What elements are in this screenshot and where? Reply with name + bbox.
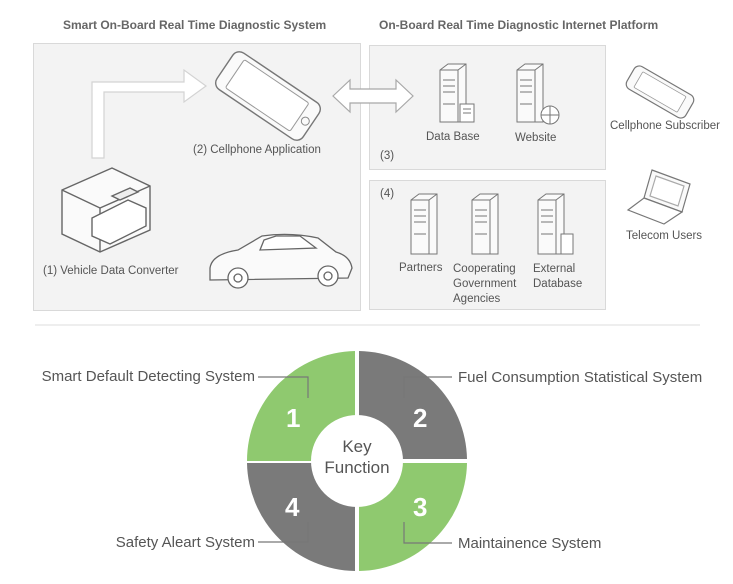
architecture-graphics [35,51,700,326]
platform-number: (3) [380,150,395,162]
partners-number: (4) [380,188,395,200]
key-function-graphic [246,351,467,571]
partners-label: Partners [399,262,443,274]
safety-aleart-label: Safety Aleart System [115,534,255,551]
website-server-icon [516,63,560,125]
leader-line-2 [403,376,452,398]
database-label: Data Base [426,131,480,143]
quadrant-number-4: 4 [285,492,300,522]
maintainence-label: Maintainence System [458,535,602,552]
laptop-icon [626,169,691,225]
telecom-users-label: Telecom Users [626,230,703,242]
left-section-title: Smart On-Board Real Time Diagnostic Syst… [63,18,327,32]
quadrant-number-2: 2 [413,403,428,433]
cellphone-icon [214,51,322,141]
key-function-center [311,415,403,507]
fuel-consumption-label: Fuel Consumption Statistical System [458,369,703,386]
cellphone-subscriber-label: Cellphone Subscriber [610,120,720,132]
leader-line-4 [258,522,309,543]
key-function-title: Key Function [324,437,390,477]
platform-panel [369,45,606,170]
government-server-icon [471,193,499,255]
leader-line-1 [258,376,309,398]
smart-default-detecting-label: Smart Default Detecting System [41,368,255,385]
obd-converter-icon [61,167,151,253]
subscriber-phone-icon [625,65,695,119]
vehicle-data-converter-label: (1) Vehicle Data Converter [43,265,179,277]
external-database-server-icon [537,193,574,255]
website-label: Website [515,132,557,144]
cellphone-application-label: (2) Cellphone Application [193,144,321,156]
quadrant-number-1: 1 [286,403,301,433]
bidirectional-arrow [332,78,414,114]
database-server-icon [439,63,475,123]
partners-server-icon [410,193,438,255]
flow-arrow [91,68,208,159]
right-section-title: On-Board Real Time Diagnostic Internet P… [379,18,659,32]
leader-line-3 [403,522,452,544]
quadrant-number-3: 3 [413,492,428,522]
car-icon [209,233,353,289]
